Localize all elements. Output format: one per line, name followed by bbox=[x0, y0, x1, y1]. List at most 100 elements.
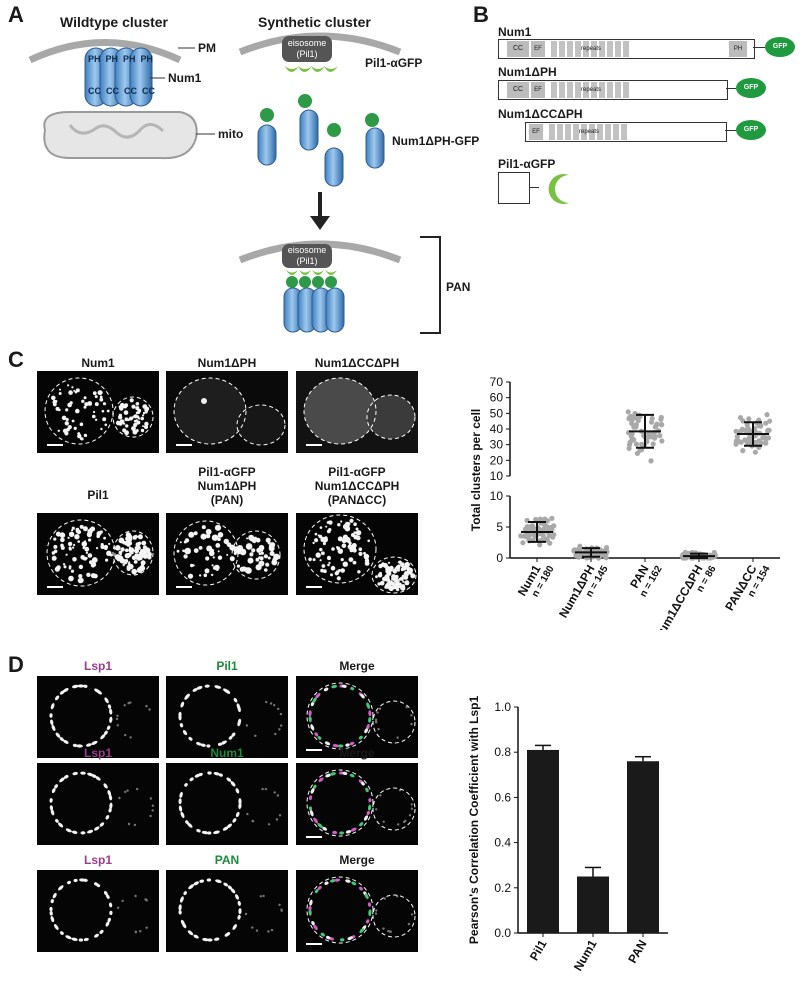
fluorescent-puncta bbox=[388, 567, 393, 573]
fluorescent-puncta bbox=[115, 545, 121, 551]
fluorescent-puncta bbox=[379, 571, 382, 575]
fluorescent-puncta bbox=[258, 556, 261, 559]
fluorescent-puncta bbox=[253, 540, 256, 544]
puncta bbox=[347, 936, 353, 941]
puncta bbox=[361, 781, 365, 786]
puncta bbox=[76, 744, 83, 748]
puncta bbox=[118, 796, 121, 800]
d-label-pil1-0: Pil1 bbox=[216, 659, 238, 673]
fluorescent-puncta bbox=[138, 551, 144, 556]
fluorescent-puncta bbox=[73, 389, 76, 392]
puncta bbox=[206, 744, 211, 748]
fluorescent-puncta bbox=[78, 574, 83, 579]
puncta bbox=[108, 794, 113, 801]
fluorescent-puncta bbox=[89, 560, 93, 565]
puncta bbox=[378, 707, 382, 710]
fluorescent-puncta bbox=[54, 566, 60, 572]
data-point bbox=[577, 543, 583, 549]
puncta bbox=[87, 829, 94, 834]
puncta bbox=[345, 830, 352, 834]
pan-label: PAN bbox=[446, 280, 471, 294]
fluorescent-puncta bbox=[96, 533, 100, 537]
agfp-nanobody-icon bbox=[548, 174, 569, 204]
puncta bbox=[251, 819, 254, 823]
cell-outline bbox=[372, 787, 416, 831]
fluorescent-puncta bbox=[205, 556, 210, 561]
puncta bbox=[317, 736, 322, 740]
fluorescent-puncta bbox=[124, 548, 129, 553]
fluorescent-puncta bbox=[204, 568, 210, 574]
puncta bbox=[196, 828, 201, 833]
x-category-label: PAN bbox=[625, 938, 649, 966]
puncta bbox=[109, 910, 113, 915]
fluorescent-puncta bbox=[214, 524, 222, 531]
puncta bbox=[124, 733, 127, 737]
fluorescent-puncta bbox=[267, 556, 271, 560]
data-point bbox=[528, 523, 534, 529]
fluorescent-puncta bbox=[99, 395, 103, 399]
puncta bbox=[199, 879, 205, 883]
fluorescent-puncta bbox=[83, 433, 88, 438]
fluorescent-puncta bbox=[205, 528, 212, 535]
fluorescent-puncta bbox=[330, 573, 333, 577]
cc-label: CC bbox=[88, 86, 101, 96]
fluorescent-puncta bbox=[142, 414, 145, 417]
puncta bbox=[58, 822, 64, 828]
y-tick-label: 60 bbox=[490, 391, 504, 405]
puncta bbox=[368, 909, 372, 917]
fluorescent-puncta bbox=[226, 553, 229, 556]
puncta bbox=[245, 724, 249, 727]
puncta bbox=[49, 798, 53, 803]
fluorescent-puncta bbox=[187, 573, 194, 579]
fluorescent-puncta bbox=[51, 555, 57, 561]
puncta bbox=[317, 885, 322, 891]
fluorescent-puncta bbox=[401, 565, 407, 571]
fluorescent-puncta bbox=[51, 395, 56, 401]
puncta bbox=[99, 929, 104, 934]
data-point bbox=[531, 532, 537, 538]
fluorescent-puncta bbox=[337, 536, 343, 542]
fluorescent-puncta bbox=[88, 528, 93, 533]
data-point bbox=[543, 536, 549, 542]
fluorescent-puncta bbox=[198, 546, 203, 550]
fluorescent-puncta bbox=[91, 562, 97, 567]
fluorescent-puncta bbox=[133, 419, 137, 423]
puncta bbox=[144, 898, 147, 901]
y-tick-label: 40 bbox=[490, 422, 504, 436]
data-point bbox=[633, 441, 639, 447]
pan-rods bbox=[283, 287, 345, 333]
fluorescent-puncta bbox=[328, 561, 331, 564]
c-label-num1: Num1 bbox=[81, 356, 115, 370]
fluorescent-puncta bbox=[134, 548, 139, 554]
fluorescent-puncta bbox=[91, 557, 98, 563]
puncta bbox=[148, 708, 151, 711]
fluorescent-puncta bbox=[383, 563, 387, 567]
puncta bbox=[116, 714, 119, 717]
puncta bbox=[178, 910, 182, 915]
puncta bbox=[368, 717, 372, 723]
fluorescent-puncta bbox=[233, 546, 240, 553]
fluorescent-puncta bbox=[404, 580, 410, 586]
puncta bbox=[410, 722, 413, 726]
fluorescent-puncta bbox=[336, 546, 339, 549]
fluorescent-puncta bbox=[102, 402, 107, 406]
fluorescent-puncta bbox=[392, 569, 398, 574]
fluorescent-puncta bbox=[104, 423, 108, 427]
fluorescent-puncta bbox=[127, 554, 131, 558]
puncta bbox=[77, 684, 85, 688]
puncta bbox=[134, 894, 137, 898]
data-point bbox=[659, 438, 665, 444]
fluorescent-puncta bbox=[121, 404, 126, 408]
d-micrograph-0-1 bbox=[166, 676, 288, 758]
fluorescent-puncta bbox=[312, 541, 315, 545]
num1-rods bbox=[84, 47, 153, 107]
puncta bbox=[308, 710, 312, 717]
puncta bbox=[224, 932, 230, 937]
puncta bbox=[227, 885, 232, 890]
puncta bbox=[179, 723, 184, 728]
fluorescent-puncta bbox=[70, 569, 75, 573]
fluorescent-puncta bbox=[118, 555, 124, 561]
data-point bbox=[648, 419, 655, 425]
fluorescent-puncta bbox=[141, 540, 147, 546]
